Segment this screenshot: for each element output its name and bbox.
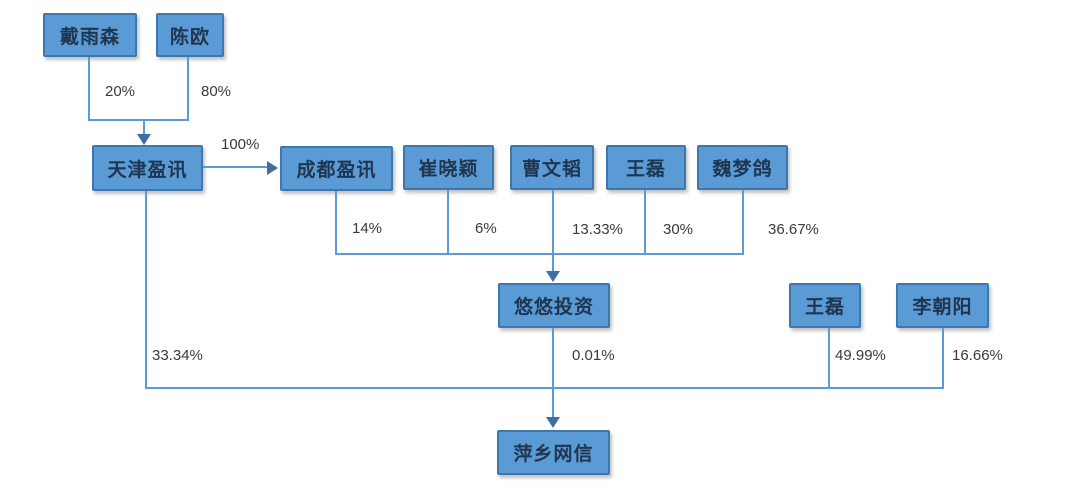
node-chen-ou: 陈欧 [156,13,224,57]
connector-line [88,57,90,121]
connector-line [145,191,147,389]
connector-line [143,119,145,136]
pct-li-to-pingxiang: 16.66% [952,347,1003,364]
connector-line [552,389,554,419]
connector-line [828,328,830,389]
node-wang-lei-right: 王磊 [789,283,861,328]
node-li-chaoyang: 李朝阳 [896,283,989,328]
pct-chengdu-to-youyou: 14% [352,220,383,237]
pct-tianjin-to-chengdu: 100% [221,136,260,153]
arrow-down-icon [546,271,560,282]
pct-wanglei-to-pingxiang: 49.99% [835,347,886,364]
node-tianjin-yingxun: 天津盈讯 [92,145,203,191]
pct-cui-to-youyou: 6% [475,220,497,237]
connector-line [552,190,554,272]
connector-line [335,191,337,255]
connector-line [942,328,944,389]
pct-dai-to-tianjin: 20% [105,83,136,100]
connector-line [644,190,646,255]
node-pingxiang-wangxin: 萍乡网信 [497,430,610,475]
node-cao-wentao: 曹文韬 [510,145,594,190]
node-youyou-touzi: 悠悠投资 [498,283,610,328]
pct-youyou-to-pingxiang: 0.01% [572,347,615,364]
pct-wanglei-to-youyou: 30% [663,221,694,238]
node-wei-mengge: 魏梦鸽 [697,145,788,190]
connector-line [742,190,744,255]
node-wang-lei-mid: 王磊 [606,145,686,190]
arrow-down-icon [137,134,151,145]
pct-chen-to-tianjin: 80% [201,83,232,100]
node-cui-xiaoying: 崔晓颖 [403,145,494,190]
connector-line [447,190,449,255]
connector-line [187,57,189,121]
node-dai-yusen: 戴雨森 [43,13,137,57]
arrow-right-icon [267,161,278,175]
connector-line [88,119,189,121]
connector-line [552,328,554,389]
pct-cao-to-youyou: 13.33% [572,221,623,238]
connector-line [203,166,269,168]
node-chengdu-yingxun: 成都盈讯 [280,146,393,191]
arrow-down-icon [546,417,560,428]
connector-line [335,253,744,255]
pct-wei-to-youyou: 36.67% [768,221,819,238]
pct-tianjin-to-pingxiang: 33.34% [152,347,203,364]
connector-line [145,387,944,389]
